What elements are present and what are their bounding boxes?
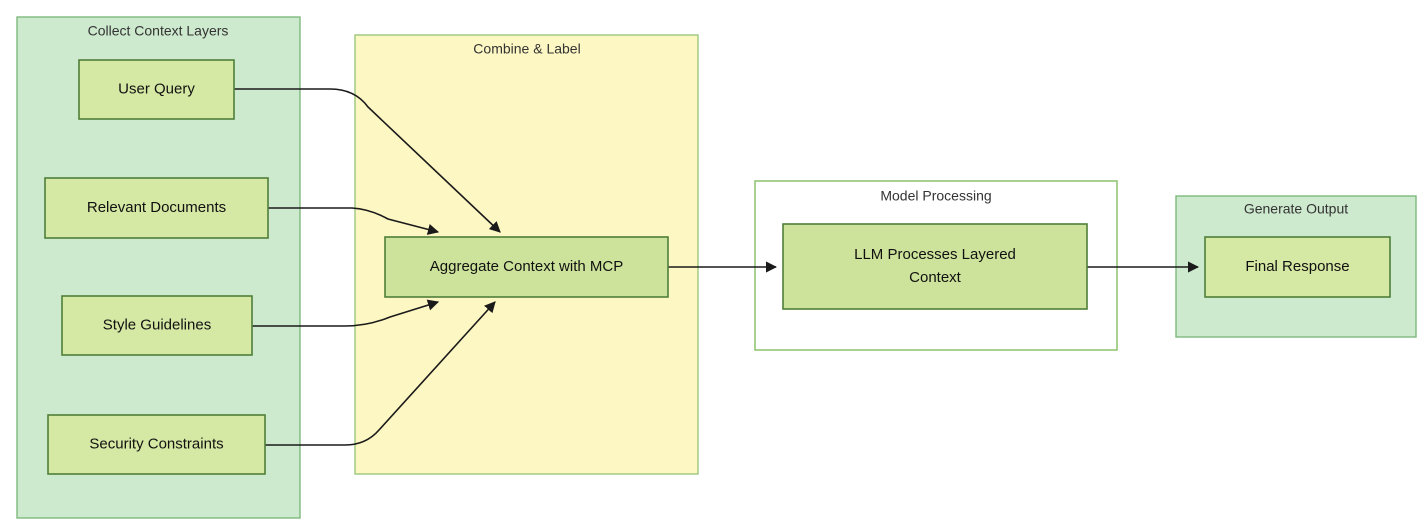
- node-box-relevant-documents[interactable]: [44, 177, 269, 239]
- node-box-llm-processing[interactable]: [782, 223, 1088, 310]
- node-box-user-query[interactable]: [78, 59, 235, 120]
- node-final-response[interactable]: Final Response: [1204, 236, 1391, 298]
- node-label-final-response: Final Response: [1245, 258, 1349, 275]
- node-relevant-documents[interactable]: Relevant Documents: [44, 177, 269, 239]
- edge-group: [234, 88, 1200, 446]
- cluster-label-model: Model Processing: [880, 188, 991, 204]
- node-label-llm-processing: LLM Processes Layered: [854, 246, 1016, 263]
- node-box-security-constraints[interactable]: [47, 414, 266, 475]
- node-label-security-constraints: Security Constraints: [89, 435, 223, 452]
- node-label-style-guidelines: Style Guidelines: [103, 316, 211, 333]
- cluster-label-output: Generate Output: [1244, 201, 1348, 217]
- edge-security-constraints-to-aggregate: [265, 301, 496, 446]
- edge-user-query-to-aggregate: [234, 88, 501, 233]
- node-label-llm-processing: Context: [909, 269, 962, 286]
- node-box-style-guidelines[interactable]: [61, 295, 253, 356]
- node-box-final-response[interactable]: [1204, 236, 1391, 298]
- node-style-guidelines[interactable]: Style Guidelines: [61, 295, 253, 356]
- node-label-aggregate-context: Aggregate Context with MCP: [430, 258, 623, 275]
- node-label-user-query: User Query: [118, 80, 195, 97]
- cluster-label-collect: Collect Context Layers: [88, 23, 229, 39]
- node-security-constraints[interactable]: Security Constraints: [47, 414, 266, 475]
- node-user-query[interactable]: User Query: [78, 59, 235, 120]
- edge-style-guidelines-to-aggregate: [252, 299, 440, 327]
- node-aggregate-context[interactable]: Aggregate Context with MCP: [384, 236, 669, 298]
- node-box-aggregate-context[interactable]: [384, 236, 669, 298]
- cluster-label-combine: Combine & Label: [473, 41, 580, 57]
- edge-relevant-documents-to-aggregate: [268, 207, 440, 235]
- node-label-relevant-documents: Relevant Documents: [87, 199, 226, 216]
